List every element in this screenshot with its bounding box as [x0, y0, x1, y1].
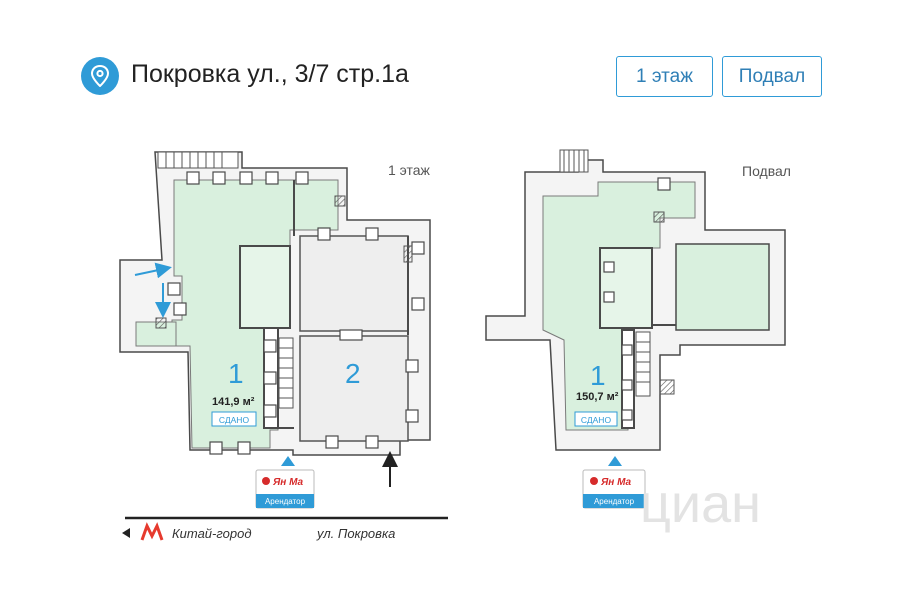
basement-stairs	[559, 149, 589, 173]
floor-1-plan: 1 этаж 1 2 141,9 м² СДАНО Ян Ма Арендато…	[119, 151, 431, 509]
floor-1-column	[334, 195, 346, 207]
basement-button[interactable]: Подвал	[722, 56, 822, 97]
street-legend: Китай-город ул. Покровка	[122, 516, 448, 541]
basement-status-badge	[574, 411, 618, 427]
floor-1-room-1-number: 1	[228, 358, 244, 389]
floor-1-windows	[167, 171, 425, 455]
tenant-role: Арендатор	[265, 497, 306, 506]
floor-1-tenant-card[interactable]: Ян Ма Арендатор	[255, 469, 315, 509]
location-pin-icon	[81, 57, 119, 95]
floor-1-status-badge	[211, 411, 257, 427]
metro-m-icon	[140, 522, 164, 541]
basement-tenant-card[interactable]: Ян Ма Арендатор	[582, 469, 646, 509]
cian-watermark: циан	[640, 474, 761, 534]
floor-1-room-2-number: 2	[345, 358, 361, 389]
floor-1-title: 1 этаж	[388, 162, 431, 178]
stairs	[157, 151, 239, 169]
tenant-brand: Ян Ма	[272, 477, 304, 488]
basement-column	[659, 379, 675, 395]
tenant-logo-icon	[590, 477, 598, 485]
tenant-role: Арендатор	[594, 497, 635, 506]
address-title: Покровка ул., 3/7 стр.1а	[131, 60, 409, 88]
basement-windows	[603, 177, 671, 421]
basement-title: Подвал	[742, 163, 791, 179]
floor-1-button[interactable]: 1 этаж	[616, 56, 713, 97]
basement-column	[653, 211, 665, 223]
floor-1-inner-walls	[239, 180, 409, 429]
floor-1-room-2-upper[interactable]	[299, 235, 409, 332]
floor-1-inner-stairs	[278, 337, 294, 409]
floor-1-column	[403, 245, 413, 263]
basement-status-text: СДАНО	[581, 415, 612, 425]
floor-1-status-text: СДАНО	[219, 415, 250, 425]
entrance-arrow	[134, 262, 172, 279]
floor-1-room-2[interactable]	[299, 335, 409, 442]
tenant-logo-icon	[262, 477, 270, 485]
tenant-brand: Ян Ма	[600, 477, 632, 488]
basement-room-1-number: 1	[590, 360, 606, 391]
basement-room-1-area: 150,7 м²	[576, 391, 619, 403]
basement-room-side[interactable]	[675, 243, 770, 331]
basement-entrance-marker	[608, 456, 622, 466]
floor-1-column	[155, 317, 167, 329]
tenant-entrance-marker	[281, 456, 295, 466]
street-name: ул. Покровка	[316, 526, 395, 541]
metro-station: Китай-город	[172, 526, 252, 541]
basement-inner-walls	[599, 247, 676, 429]
floor-1-room-1-area: 141,9 м²	[212, 396, 255, 408]
basement-plan: Подвал 1 150,7 м² СДАНО Ян Ма Арендатор …	[485, 149, 791, 534]
header: Покровка ул., 3/7 стр.1а 1 этаж Подвал	[0, 0, 900, 120]
basement-inner-stairs	[635, 331, 651, 397]
direction-arrow-icon	[122, 528, 130, 538]
